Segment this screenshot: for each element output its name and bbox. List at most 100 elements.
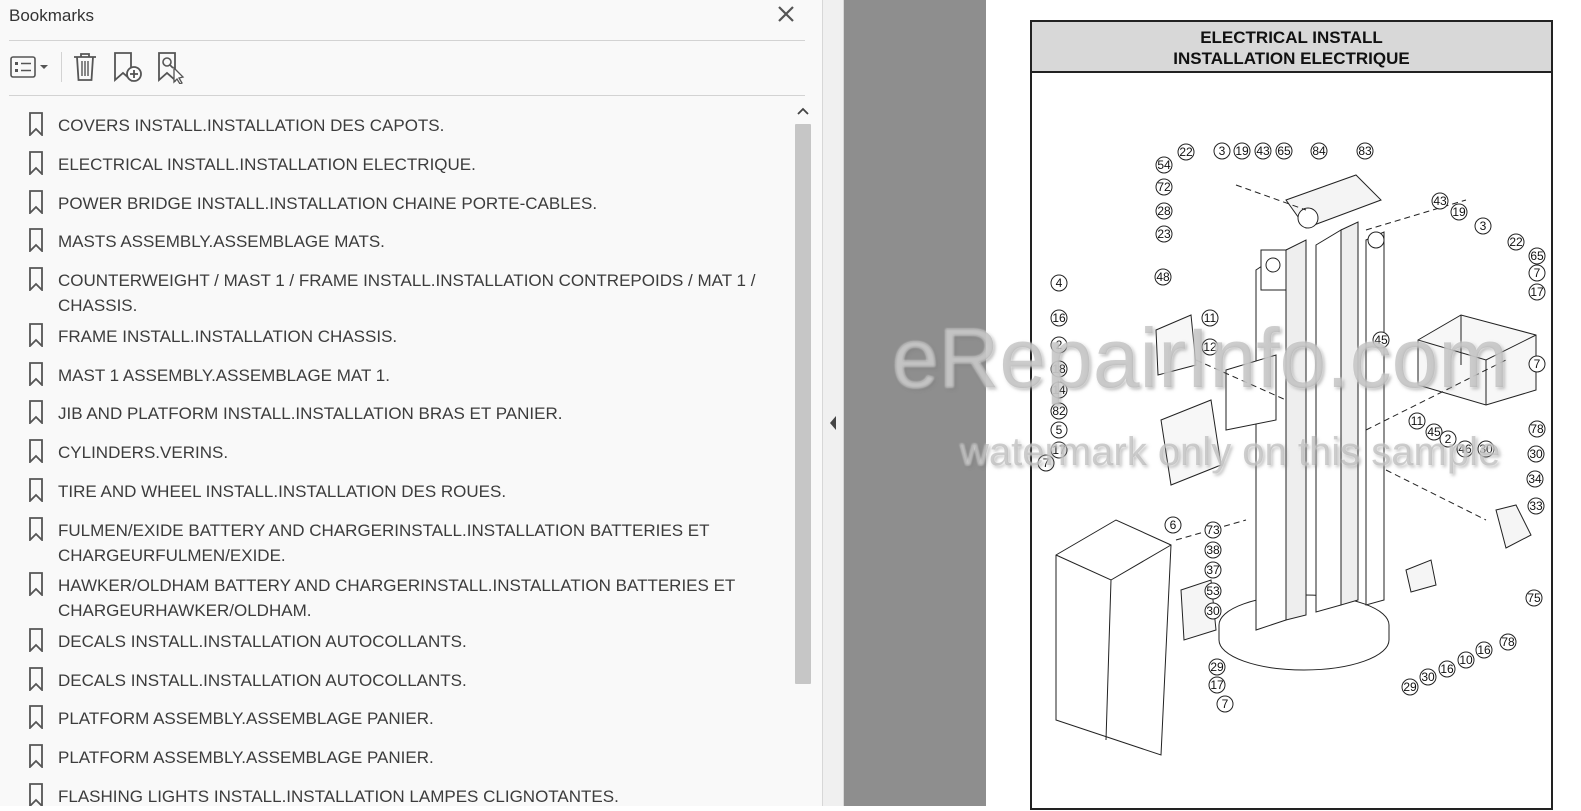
bookmark-icon	[29, 627, 43, 652]
callout-number: 17	[1052, 443, 1066, 457]
bookmark-label: TIRE AND WHEEL INSTALL.INSTALLATION DES …	[58, 481, 507, 501]
callout-number: 84	[1312, 144, 1326, 158]
callout-number: 19	[1452, 205, 1466, 219]
callout-number: 11	[1411, 414, 1424, 428]
callout-bubble	[1431, 192, 1449, 210]
new-bookmark-button[interactable]	[111, 50, 145, 84]
callout-number: 5	[1056, 423, 1063, 437]
callout-number: 22	[1179, 145, 1193, 159]
bookmark-item[interactable]: JIB AND PLATFORM INSTALL.INSTALLATION BR…	[9, 392, 791, 431]
page-title-line1: ELECTRICAL INSTALL	[1200, 28, 1383, 47]
delete-button[interactable]	[70, 50, 100, 84]
callout-number: 78	[1501, 635, 1515, 649]
bookmark-item[interactable]: CYLINDERS.VERINS.	[9, 431, 791, 470]
callout-bubble	[1528, 283, 1546, 301]
bookmark-item[interactable]: PLATFORM ASSEMBLY.ASSEMBLAGE PANIER.	[9, 697, 791, 736]
callout-number: 16	[1052, 311, 1066, 325]
callout-bubble	[1050, 441, 1068, 459]
callout-bubble	[1499, 633, 1517, 651]
bookmark-icon	[29, 400, 43, 425]
callout-bubble	[1164, 516, 1182, 534]
bookmark-item[interactable]: DECALS INSTALL.INSTALLATION AUTOCOLLANTS…	[9, 659, 791, 698]
bookmark-item[interactable]: POWER BRIDGE INSTALL.INSTALLATION CHAINE…	[9, 182, 791, 221]
callout-bubble	[1208, 658, 1226, 676]
bookmark-from-selection-button[interactable]	[155, 50, 187, 85]
bookmark-label: DECALS INSTALL.INSTALLATION AUTOCOLLANTS…	[58, 670, 467, 690]
bookmark-item[interactable]: TIRE AND WHEEL INSTALL.INSTALLATION DES …	[9, 470, 791, 509]
callout-bubble	[1050, 402, 1068, 420]
callout-bubble	[1372, 331, 1390, 349]
bookmark-item[interactable]: FLASHING LIGHTS INSTALL.INSTALLATION LAM…	[9, 775, 791, 806]
scrollbar[interactable]	[793, 102, 813, 806]
bookmark-label: COVERS INSTALL.INSTALLATION DES CAPOTS.	[58, 116, 445, 135]
callout-bubble	[1037, 454, 1055, 472]
callout-bubble	[1208, 676, 1226, 694]
bookmark-icon	[29, 782, 43, 806]
callout-bubble	[1254, 142, 1272, 160]
viewer-background	[844, 0, 986, 806]
callout-bubble	[1425, 423, 1443, 441]
bookmark-label: MASTS ASSEMBLY.ASSEMBLAGE MATS.	[58, 232, 385, 252]
callout-number: 34	[1528, 472, 1542, 486]
callout-bubble	[1050, 336, 1068, 354]
list-options-icon	[10, 56, 48, 78]
scroll-thumb[interactable]	[795, 124, 811, 684]
bookmark-label: PLATFORM ASSEMBLY.ASSEMBLAGE PANIER.	[58, 709, 434, 729]
page-frame: ELECTRICAL INSTALL INSTALLATION ELECTRIQ…	[1030, 20, 1553, 810]
bookmark-label: POWER BRIDGE INSTALL.INSTALLATION CHAINE…	[58, 193, 598, 213]
bookmark-label: CYLINDERS.VERINS.	[58, 443, 229, 463]
callout-bubble	[1201, 309, 1219, 327]
bookmark-icon	[29, 267, 43, 292]
bookmark-icon	[29, 112, 43, 136]
bookmark-label: COUNTERWEIGHT / MAST 1 / FRAME INSTALL.I…	[58, 271, 756, 316]
callout-number: 7	[1043, 456, 1050, 470]
bookmark-item[interactable]: PLATFORM ASSEMBLY.ASSEMBLAGE PANIER.	[9, 736, 791, 775]
callout-bubble	[1275, 142, 1293, 160]
bookmark-item[interactable]: HAWKER/OLDHAM BATTERY AND CHARGERINSTALL…	[9, 564, 791, 620]
callout-bubble	[1525, 589, 1543, 607]
bookmark-item[interactable]: FRAME INSTALL.INSTALLATION CHASSIS.	[9, 315, 791, 354]
bookmark-item[interactable]: FULMEN/EXIDE BATTERY AND CHARGERINSTALL.…	[9, 509, 791, 565]
callout-number: 7	[1222, 697, 1229, 711]
callout-number: 37	[1206, 563, 1220, 577]
bookmarks-panel: Bookmarks COVE	[9, 3, 813, 806]
bookmark-label: HAWKER/OLDHAM BATTERY AND CHARGERINSTALL…	[58, 576, 735, 621]
panel-title: Bookmarks	[9, 6, 95, 25]
callout-number: 30	[1479, 442, 1493, 456]
callout-bubble	[1457, 651, 1475, 669]
callout-bubble	[1050, 274, 1068, 292]
options-button[interactable]	[9, 50, 53, 84]
bookmark-icon	[29, 322, 43, 347]
bookmark-label: ELECTRICAL INSTALL.INSTALLATION ELECTRIQ…	[58, 154, 476, 174]
bookmark-item[interactable]: MAST 1 ASSEMBLY.ASSEMBLAGE MAT 1.	[9, 354, 791, 393]
callout-number: 14	[1052, 383, 1066, 397]
trash-icon	[74, 53, 96, 81]
bookmark-list: COVERS INSTALL.INSTALLATION DES CAPOTS. E…	[9, 100, 791, 806]
callout-bubble	[1154, 268, 1172, 286]
panel-collapse-handle[interactable]	[822, 0, 844, 806]
bookmark-item[interactable]: COVERS INSTALL.INSTALLATION DES CAPOTS.	[9, 104, 791, 143]
scroll-up-icon	[797, 107, 809, 115]
page-title-block: ELECTRICAL INSTALL INSTALLATION ELECTRIQ…	[1032, 22, 1551, 73]
bookmark-item[interactable]: COUNTERWEIGHT / MAST 1 / FRAME INSTALL.I…	[9, 259, 791, 315]
toolbar-separator	[61, 52, 62, 82]
callout-number: 18	[1052, 362, 1066, 376]
callout-bubble	[1528, 247, 1546, 265]
callout-bubble	[1528, 420, 1546, 438]
close-icon[interactable]	[775, 3, 797, 25]
callout-bubble	[1528, 355, 1546, 373]
bookmark-icon	[29, 572, 43, 597]
bookmark-item[interactable]: MASTS ASSEMBLY.ASSEMBLAGE MATS.	[9, 220, 791, 259]
watermark-sub: watermark only on this sample	[960, 430, 1501, 474]
bookmark-item[interactable]: DECALS INSTALL.INSTALLATION AUTOCOLLANTS…	[9, 620, 791, 659]
callout-number: 65	[1277, 144, 1291, 158]
bookmark-item[interactable]: ELECTRICAL INSTALL.INSTALLATION ELECTRIQ…	[9, 143, 791, 182]
callout-bubble	[1527, 445, 1545, 463]
callout-bubble	[1204, 582, 1222, 600]
callout-number: 30	[1206, 604, 1220, 618]
callout-number: 2	[1056, 338, 1063, 352]
callout-number: 3	[1219, 144, 1226, 158]
callout-bubble	[1526, 470, 1544, 488]
callout-bubble	[1177, 143, 1195, 161]
